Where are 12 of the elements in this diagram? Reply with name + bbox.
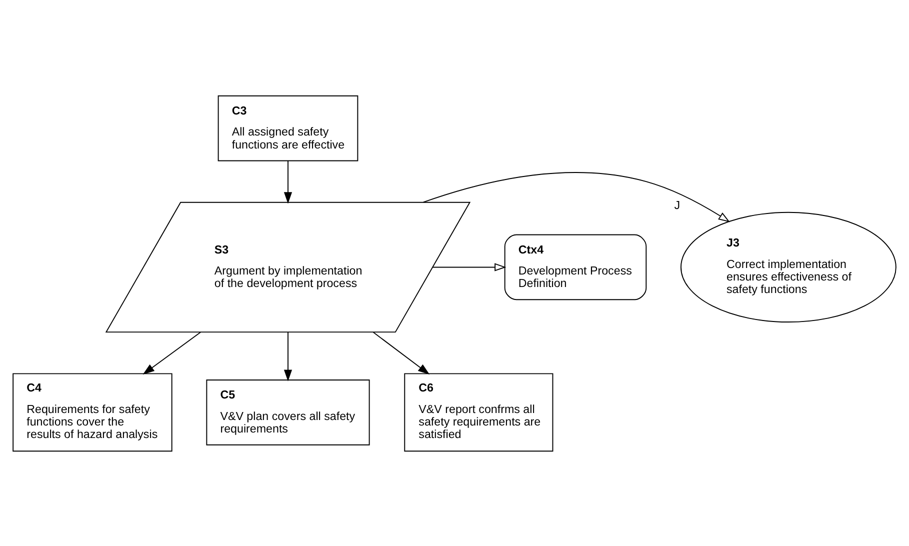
arrow (142, 331, 201, 374)
arrow (422, 172, 730, 222)
node-box: C5 V&V plan covers all safety requirements (206, 379, 370, 445)
arrow (372, 331, 430, 374)
node-box: C3 All assigned safety functions are effective (218, 94, 358, 161)
arrow (432, 262, 506, 271)
arrow (284, 331, 292, 381)
node-box: C4 Requirements for safety functions cover the results of hazard analysis (12, 372, 172, 452)
node-box: C6 V&V report confrms all safety requirements are satisfied (404, 372, 554, 452)
arrow (284, 160, 292, 204)
node-box: Ctx4 Development Process Definition (504, 234, 647, 300)
node-label: J (674, 198, 680, 212)
